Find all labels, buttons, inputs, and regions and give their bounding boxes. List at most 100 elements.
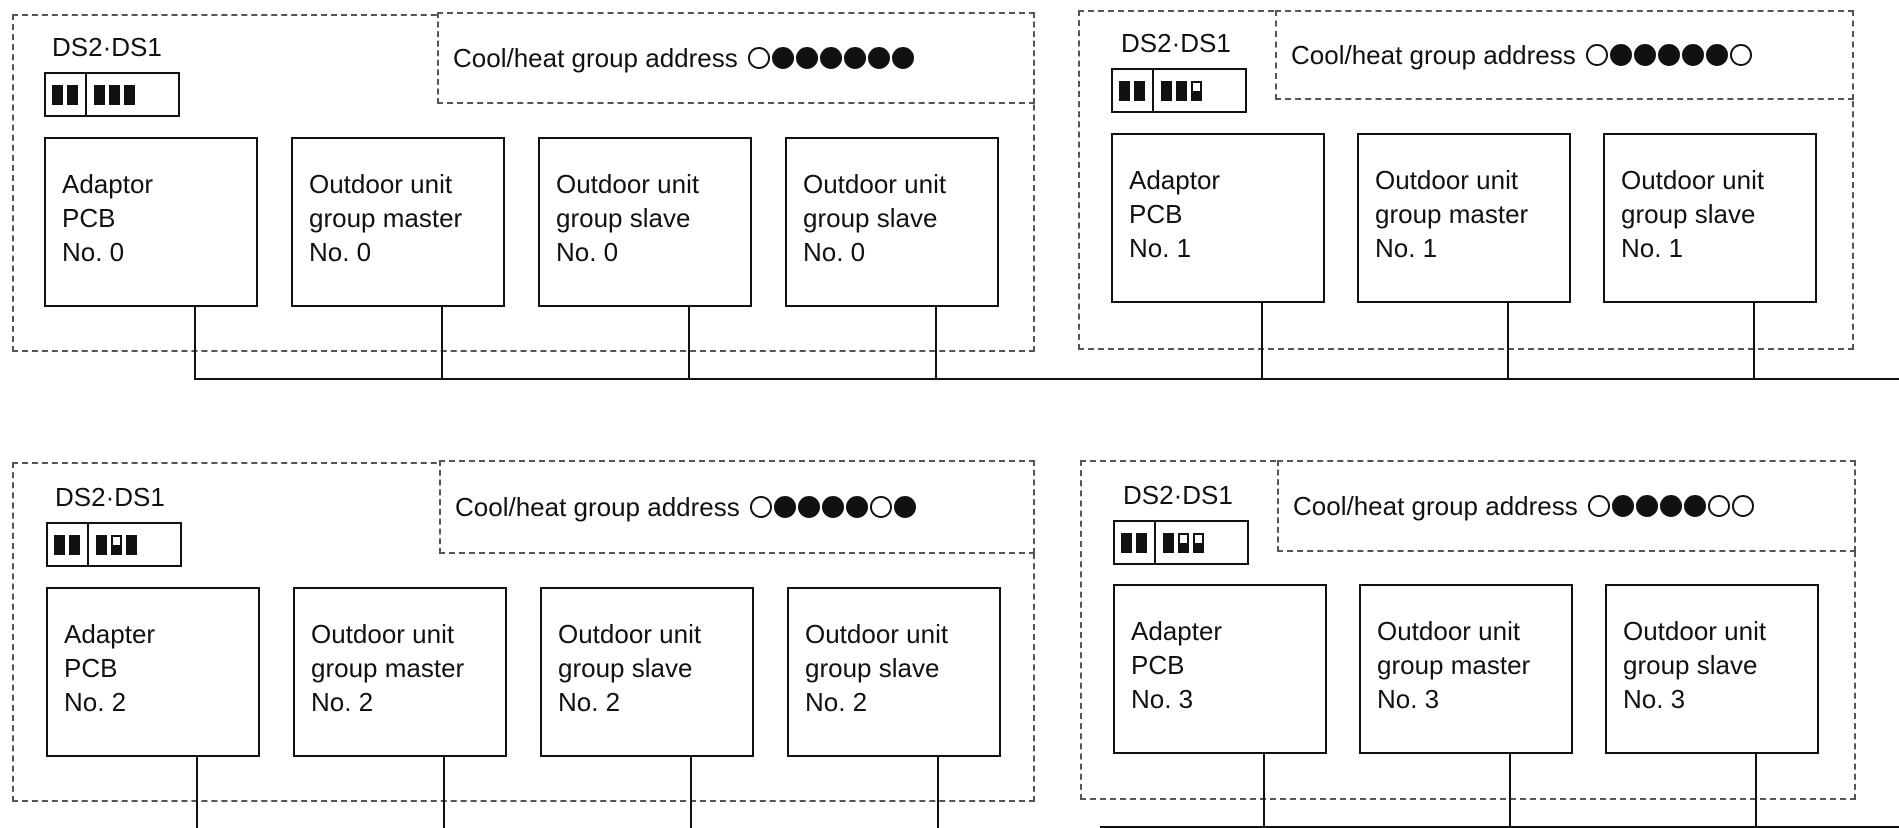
dip-switch-block: [44, 72, 180, 117]
address-label: Cool/heat group address: [1291, 39, 1576, 70]
address-bit-2-icon: [1635, 495, 1658, 517]
unit-drop-wire: [1509, 754, 1511, 826]
unit-label-l2: group master: [311, 653, 465, 683]
unit-drop-wire: [194, 307, 196, 378]
unit-label-l3: No. 1: [1375, 233, 1438, 263]
address-bit-4-icon: [1681, 44, 1704, 66]
unit-label-l3: No. 0: [803, 237, 866, 267]
unit-label-l2: PCB: [1131, 650, 1185, 680]
ds1-switch-1-icon: [1178, 532, 1189, 553]
unit-label-l3: No. 2: [558, 687, 621, 717]
unit-label-l1: Adapter: [64, 619, 156, 649]
unit-label-l1: Outdoor unit: [556, 169, 700, 199]
dip-switch-block: [1111, 68, 1247, 113]
address-bit-6-icon: [1729, 44, 1752, 66]
address-bit-0-icon: [1587, 495, 1610, 517]
address-bit-2-icon: [795, 47, 818, 69]
ds1-switch-2-icon: [1191, 80, 1202, 101]
unit-drop-wire: [935, 307, 937, 378]
address-bit-3-icon: [821, 496, 844, 518]
unit-label-l2: PCB: [64, 653, 118, 683]
address-bit-0-icon: [747, 47, 770, 69]
unit-label-l1: Outdoor unit: [1623, 616, 1767, 646]
address-bit-0-icon: [1585, 44, 1608, 66]
address-label: Cool/heat group address: [453, 42, 738, 73]
ds1-switch-0-icon: [96, 534, 107, 555]
bus-wire: [194, 378, 1899, 380]
ds2-switch-1-icon: [69, 534, 80, 555]
unit-label-l3: No. 3: [1623, 684, 1686, 714]
ds1-switch-0-icon: [1161, 80, 1172, 101]
dip-switch-label: DS2·DS1: [1121, 28, 1231, 58]
dip-switch-block: [1113, 520, 1249, 565]
unit-label-l3: No. 1: [1129, 233, 1192, 263]
unit-label-l3: No. 2: [805, 687, 868, 717]
ds1-switch-0-icon: [1163, 532, 1174, 553]
unit-label-l2: group slave: [556, 203, 691, 233]
unit-label-l3: No. 2: [64, 687, 127, 717]
ds1-switch-1-icon: [109, 84, 120, 105]
dip-divider: [85, 74, 87, 115]
unit-label-l3: No. 3: [1377, 684, 1440, 714]
unit-label-l3: No. 1: [1621, 233, 1684, 263]
unit-drop-wire: [1507, 303, 1509, 378]
ds1-switch-2-icon: [124, 84, 135, 105]
unit-label-l1: Outdoor unit: [1621, 165, 1765, 195]
cool-heat-group-address-box: Cool/heat group address: [439, 460, 1035, 554]
unit-drop-wire: [196, 757, 198, 828]
dip-divider: [1154, 522, 1156, 563]
dip-switch-label: DS2·DS1: [1123, 480, 1233, 510]
address-bit-4-icon: [1683, 495, 1706, 517]
unit-label-l3: No. 0: [556, 237, 619, 267]
unit-drop-wire: [441, 307, 443, 378]
unit-drop-wire: [690, 757, 692, 828]
unit-label-l3: No. 0: [62, 237, 125, 267]
unit-label-l3: No. 0: [309, 237, 372, 267]
unit-label-l2: group slave: [805, 653, 940, 683]
dip-switch-label: DS2·DS1: [55, 482, 165, 512]
ds2-switch-1-icon: [67, 84, 78, 105]
ds1-switch-2-icon: [1193, 532, 1204, 553]
address-bit-2-icon: [797, 496, 820, 518]
address-bit-3-icon: [819, 47, 842, 69]
unit-label-l1: Outdoor unit: [805, 619, 949, 649]
cool-heat-group-address-box: Cool/heat group address: [1275, 10, 1854, 100]
unit-label-l2: group slave: [803, 203, 938, 233]
address-bit-1-icon: [1611, 495, 1634, 517]
cool-heat-group-address-box: Cool/heat group address: [437, 12, 1035, 104]
address-bit-6-icon: [893, 496, 916, 518]
unit-label-l3: No. 2: [311, 687, 374, 717]
unit-drop-wire: [1755, 754, 1757, 826]
unit-drop-wire: [443, 757, 445, 828]
unit-label-l1: Outdoor unit: [311, 619, 455, 649]
unit-drop-wire: [937, 757, 939, 828]
ds2-switch-0-icon: [52, 84, 63, 105]
address-bit-6-icon: [891, 47, 914, 69]
address-bits: [747, 47, 916, 69]
address-bit-4-icon: [843, 47, 866, 69]
unit-label-l2: group slave: [558, 653, 693, 683]
unit-label-l1: Adaptor: [1129, 165, 1221, 195]
unit-label-l2: PCB: [1129, 199, 1183, 229]
unit-label-l2: group master: [1377, 650, 1531, 680]
address-bit-3-icon: [1659, 495, 1682, 517]
address-bit-5-icon: [867, 47, 890, 69]
unit-label-l1: Adaptor: [62, 169, 154, 199]
ds2-switch-0-icon: [1121, 532, 1132, 553]
unit-label-l2: group master: [1375, 199, 1529, 229]
unit-drop-wire: [1753, 303, 1755, 378]
address-bit-6-icon: [1731, 495, 1754, 517]
